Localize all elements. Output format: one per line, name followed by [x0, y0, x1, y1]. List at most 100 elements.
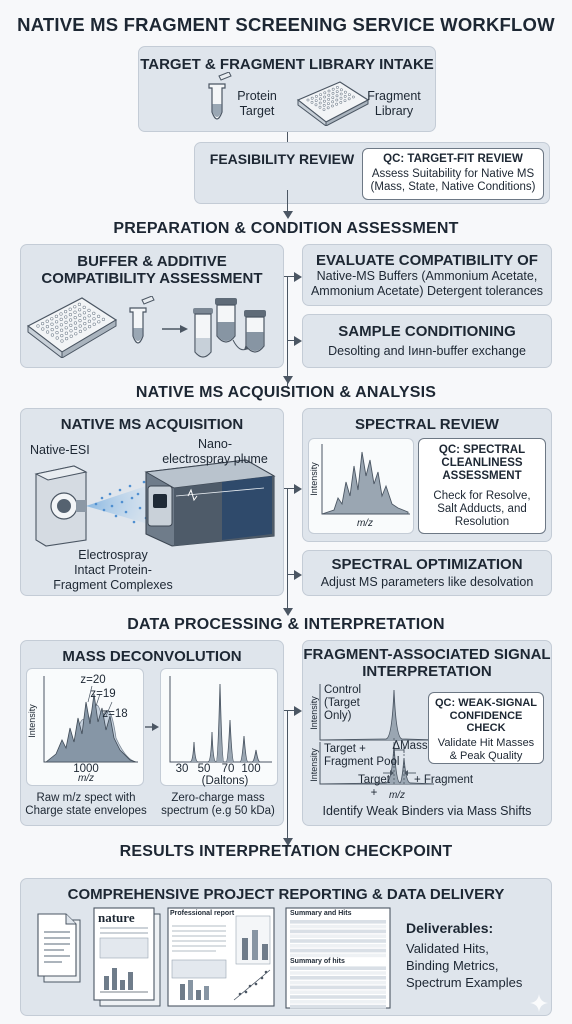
- table-row: [290, 995, 386, 999]
- plate-well: [318, 97, 322, 101]
- plate-well: [45, 319, 49, 323]
- plate-well: [322, 108, 326, 112]
- connector-line: [287, 190, 289, 214]
- plate-well: [59, 323, 64, 327]
- arrow-down-icon: [283, 838, 293, 846]
- connector-line: [284, 710, 296, 712]
- plate-well: [335, 94, 339, 98]
- z19-label: z=19: [90, 688, 116, 700]
- plate-well: [41, 322, 45, 326]
- plate-well: [55, 336, 59, 340]
- plate-well: [87, 314, 91, 318]
- deconvolution-title: MASS DECONVOLUTION: [62, 648, 242, 665]
- plate-well: [63, 310, 68, 314]
- plate-well: [335, 102, 339, 106]
- plate-well: [327, 89, 331, 93]
- plate-well: [82, 305, 86, 309]
- plate-well: [339, 92, 343, 96]
- plate-well: [327, 97, 330, 101]
- connector-line: [287, 276, 289, 386]
- plate-well: [78, 319, 82, 323]
- plus-fragment-label: + Fragment: [414, 774, 474, 786]
- professional-report-label: Professional report: [170, 910, 235, 917]
- plate-well: [64, 336, 69, 341]
- acq-panel-title: NATIVE MS ACQUISITION: [60, 416, 244, 433]
- feasibility-title: FEASIBILITY REVIEW: [209, 151, 355, 167]
- plate-well: [73, 316, 77, 320]
- conditioning-title: SAMPLE CONDITIONING: [338, 323, 516, 340]
- plate-well: [87, 325, 92, 329]
- fragment-signal-chart: [319, 684, 435, 786]
- plate-well: [69, 334, 73, 338]
- plate-well: [326, 106, 330, 110]
- summary-label-2: Summary of hits: [290, 958, 345, 965]
- arrow-right-icon: [294, 706, 302, 716]
- table-row: [290, 966, 386, 970]
- plate-well: [78, 329, 83, 334]
- plate-well: [46, 330, 50, 334]
- connector-line: [287, 488, 289, 614]
- connector-line: [287, 574, 297, 576]
- plate-well: [73, 326, 78, 331]
- results-section-title: RESULTS INTERPRETATION CHECKPOINT: [119, 843, 453, 860]
- spray-droplet: [102, 508, 106, 512]
- spray-droplet: [110, 504, 114, 508]
- spectral-optimization-body: Adjust MS parameters like desolvation: [320, 575, 534, 589]
- electrospray-label: Electrospray Intact Protein- Fragment Co…: [53, 548, 173, 592]
- plate-well: [64, 320, 68, 325]
- plate-well: [36, 324, 40, 328]
- spectrum-chart: [321, 444, 410, 515]
- plate-well: [83, 327, 87, 331]
- plate-well: [87, 319, 92, 323]
- nature-label: nature: [98, 910, 135, 925]
- plate-well: [60, 339, 64, 343]
- conditioning-body: Desolting and Iинn-buffer exchange: [328, 344, 526, 358]
- table-row: [290, 1004, 386, 1009]
- zero-tick-30: 30: [175, 763, 189, 775]
- spray-droplet: [100, 496, 104, 500]
- plate-well: [336, 86, 339, 89]
- evaluate-panel: [302, 244, 552, 306]
- connector-line: [287, 340, 297, 342]
- professional-report-icon: [167, 907, 275, 1007]
- zero-tick-100: 100: [241, 763, 261, 775]
- plate-well: [339, 96, 343, 100]
- process-arrow-icon: [162, 325, 188, 333]
- qc-target-fit-title: QC: TARGET-FIT REVIEW: [383, 153, 523, 165]
- fragment-signal-title: FRAGMENT-ASSOCIATED SIGNAL INTERPRETATIO…: [303, 646, 551, 680]
- plate-well: [318, 101, 322, 105]
- arrow-right-icon: [294, 336, 302, 346]
- table-row: [290, 1000, 386, 1004]
- control-label: Control (Target Only): [324, 684, 362, 722]
- zero-tick-70: 70: [221, 763, 235, 775]
- qc-spectral-title: QC: SPECTRAL CLEANLINESS ASSESSMENT: [438, 444, 526, 482]
- spray-droplet: [108, 492, 112, 496]
- plate-well: [347, 97, 351, 101]
- plate-well: [343, 99, 347, 103]
- plate-well: [331, 87, 335, 91]
- deliverables-title: Deliverables:: [406, 920, 494, 936]
- plate-well: [69, 323, 73, 328]
- table-row: [290, 953, 386, 958]
- plate-well: [50, 333, 55, 337]
- qc-spectral-box: [418, 438, 546, 534]
- connector-line: [287, 132, 289, 145]
- plate-well: [323, 91, 327, 95]
- plate-well: [87, 308, 91, 312]
- plate-well: [82, 316, 87, 320]
- plate-well: [45, 325, 50, 329]
- arrow-down-icon: [283, 608, 293, 616]
- buffer-title: BUFFER & ADDITIVE COMPATIBILITY ASSESSME…: [41, 253, 263, 287]
- plate-well: [60, 333, 64, 338]
- arrow-right-icon: [294, 570, 302, 580]
- z18-label: z=18: [102, 708, 128, 720]
- intake-panel: [138, 46, 436, 132]
- plate-well: [64, 326, 68, 330]
- process-arrow-icon: [145, 723, 159, 731]
- plate-well: [82, 311, 87, 315]
- sample-vial-icon: [129, 296, 155, 344]
- zero-x-label: (Daltons): [201, 775, 249, 787]
- plate-well: [310, 96, 314, 100]
- plate-well: [69, 329, 73, 333]
- plate-well: [339, 100, 343, 104]
